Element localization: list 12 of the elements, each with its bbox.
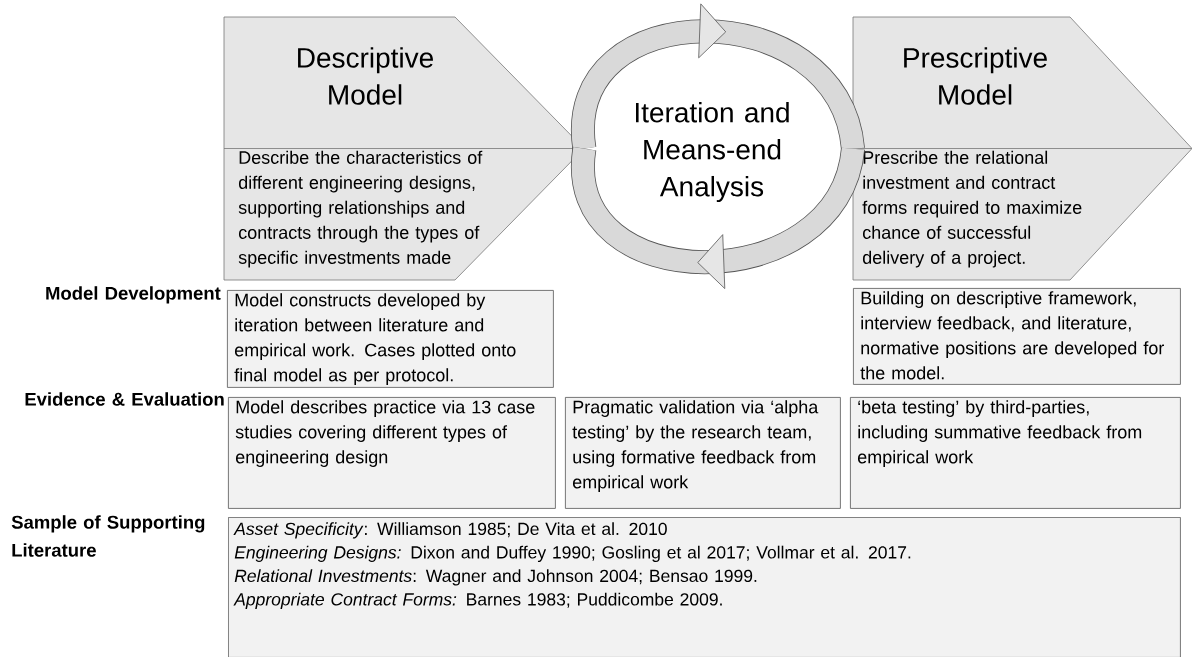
text-box: Model constructs developed by iteration between literature and empirical work. Cases plotted onto final model as per protocol. — [227, 290, 554, 388]
text-box: Pragmatic validation via ‘alpha testing’ by the research team, using formative feedback from empirical work — [565, 397, 841, 509]
row-label: Model Development — [46, 286, 221, 304]
text-box: Building on descriptive framework, interview feedback, and literature, normative positions are developed for the model. — [853, 288, 1181, 385]
text-box: Model describes practice via 13 case studies covering different types of engineering design — [228, 397, 556, 509]
row-label: Sample of Supporting Literature — [11, 515, 205, 557]
row-label: Evidence & Evaluation — [25, 392, 224, 406]
text-box: ‘beta testing’ by third-parties, including summative feedback from empirical work — [850, 397, 1181, 509]
text-box: Asset Specificity: Williamson 1985; De Vita et al. 2010 Engineering Designs: Dixon and Duffey 1990; Gosling et al 2017; Vollmar et al. 2017. Relational Investments: Wagner and Johnson 2004; Bensao 1999. Appropriate Contract Forms: Barnes 1983; Puddicombe 2009. — [228, 517, 1181, 657]
curved-arrow — [572, 145, 865, 289]
curved-arrow — [572, 3, 865, 152]
cycle-label: Iteration and Means-end Analysis — [636, 101, 789, 203]
